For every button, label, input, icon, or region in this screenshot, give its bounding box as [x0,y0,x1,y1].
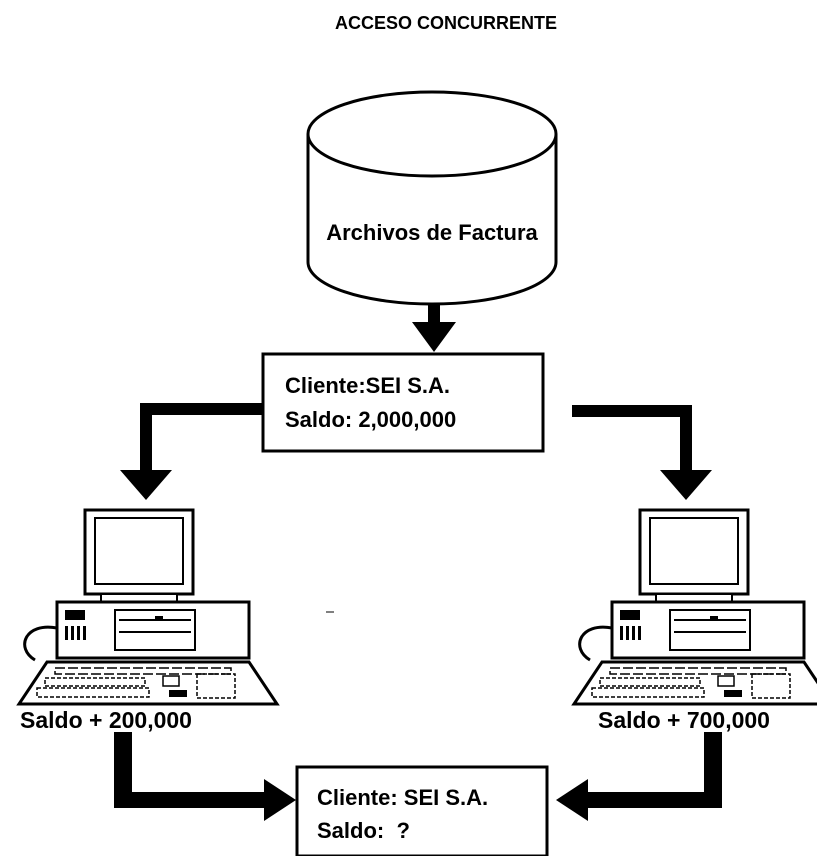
record-bottom-balance: Saldo: ? [317,818,410,843]
arrow-left-branch-icon [120,403,262,500]
left-terminal-label: Saldo + 200,000 [20,707,192,733]
diagram-title: ACCESO CONCURRENTE [335,13,557,33]
record-bottom-client: Cliente: SEI S.A. [317,785,488,810]
arrow-right-branch-icon [572,405,712,500]
arrow-down-icon [412,305,456,352]
right-terminal-label: Saldo + 700,000 [598,707,770,733]
arrow-left-merge-icon [114,732,296,821]
record-top-client: Cliente:SEI S.A. [285,373,450,398]
record-box-bottom [295,765,549,856]
left-computer-icon [17,508,279,706]
database-cylinder-icon [306,90,558,306]
right-computer-icon [572,508,817,706]
record-box-top [261,352,545,453]
record-top-balance: Saldo: 2,000,000 [285,407,456,432]
arrow-right-merge-icon [556,732,722,821]
database-label: Archivos de Factura [326,220,538,245]
